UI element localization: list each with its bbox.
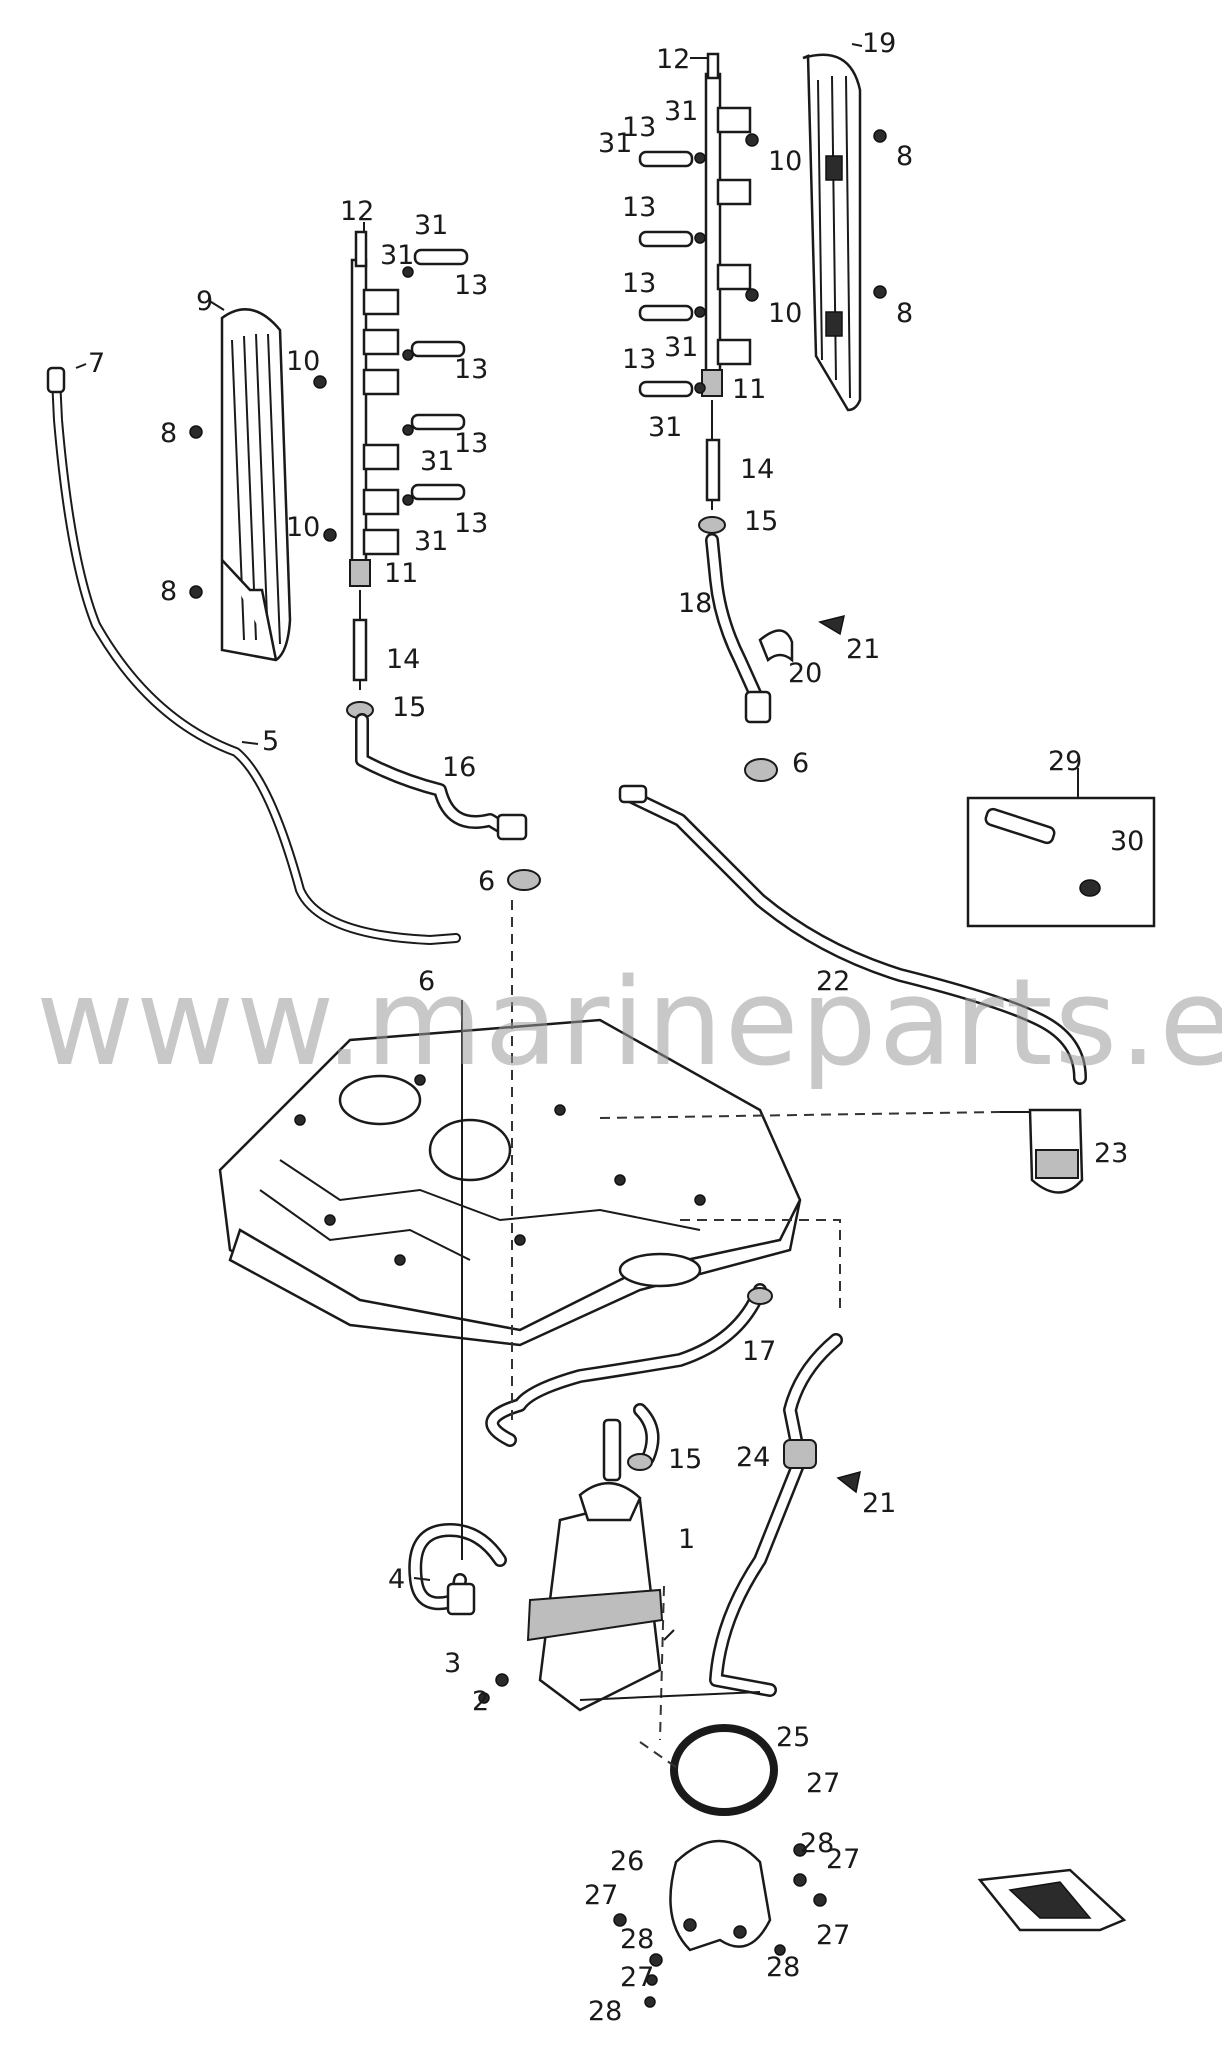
callout-9: 9 [196, 286, 213, 317]
callout-6: 6 [478, 866, 495, 897]
callout-2: 2 [472, 1686, 489, 1717]
callout-26: 26 [610, 1846, 644, 1877]
callout-15b: 15 [744, 506, 778, 537]
right-fuel-injectors [638, 150, 706, 398]
hose-24 [709, 1333, 861, 1697]
kit-box-29 [966, 796, 1156, 928]
left-fuel-injectors [402, 248, 469, 506]
hose-22 [618, 784, 1087, 1085]
left-fuel-rail [346, 230, 400, 719]
callout-12: 12 [340, 196, 374, 227]
callout-28d: 28 [588, 1996, 622, 2027]
callout-16: 16 [442, 752, 476, 783]
right-fuel-rail [698, 52, 752, 534]
callout-labels: 1 2 3 4 5 6 6 6 7 8 8 8 8 9 10 10 10 10 … [88, 28, 1144, 2027]
callout-14b: 14 [740, 454, 774, 485]
callout-14: 14 [386, 644, 420, 675]
left-cover-screws [189, 375, 337, 599]
seal-ring-25 [670, 1724, 778, 1816]
callout-29: 29 [1048, 746, 1082, 777]
callout-28c: 28 [620, 1924, 654, 1955]
callout-17: 17 [742, 1336, 776, 1367]
callout-8b: 8 [160, 576, 177, 607]
callout-13c: 13 [454, 428, 488, 459]
hose-18 [705, 533, 778, 782]
callout-21: 21 [846, 634, 880, 665]
watermark-text: www.marineparts.eu [36, 954, 1222, 1093]
callout-31e: 31 [598, 128, 632, 159]
callout-13d: 13 [454, 508, 488, 539]
engine-base-plate [218, 1018, 802, 1347]
callout-23: 23 [1094, 1138, 1128, 1169]
callout-8c: 8 [896, 141, 913, 172]
callout-22: 22 [816, 966, 850, 997]
callout-31b: 31 [380, 240, 414, 271]
callout-12b: 12 [656, 44, 690, 75]
callout-10: 10 [286, 346, 320, 377]
callout-8: 8 [160, 418, 177, 449]
callout-19: 19 [862, 28, 896, 59]
hose-5 [46, 366, 461, 945]
callout-13: 13 [454, 270, 488, 301]
callout-27b: 27 [826, 1844, 860, 1875]
callout-7: 7 [88, 348, 105, 379]
callout-10d: 10 [768, 298, 802, 329]
callout-31h: 31 [648, 412, 682, 443]
callout-13f: 13 [622, 192, 656, 223]
callout-8d: 8 [896, 298, 913, 329]
callout-25: 25 [776, 1722, 810, 1753]
callout-10c: 10 [768, 146, 802, 177]
right-fuel-rail-cover [802, 53, 862, 412]
callout-13h: 13 [622, 344, 656, 375]
callout-28: 28 [800, 1828, 834, 1859]
leader-lines [75, 43, 1079, 1641]
callout-18: 18 [678, 588, 712, 619]
boat-thumbnail [977, 1868, 1127, 1932]
callout-31f: 31 [664, 96, 698, 127]
callout-5: 5 [262, 726, 279, 757]
callout-27c: 27 [816, 1920, 850, 1951]
callout-15: 15 [392, 692, 426, 723]
callout-15c: 15 [668, 1444, 702, 1475]
hose-16 [355, 713, 541, 891]
callout-1: 1 [678, 1524, 695, 1555]
callout-13g: 13 [622, 268, 656, 299]
callout-31c: 31 [420, 446, 454, 477]
callout-27e: 27 [620, 1962, 654, 1993]
bracket-26 [613, 1839, 827, 2008]
callout-31g: 31 [664, 332, 698, 363]
callout-24: 24 [736, 1442, 770, 1473]
callout-6c: 6 [792, 748, 809, 779]
callout-10b: 10 [286, 512, 320, 543]
callout-20: 20 [788, 658, 822, 689]
callout-13b: 13 [454, 354, 488, 385]
callout-31: 31 [414, 210, 448, 241]
clip-20-21 [758, 614, 845, 663]
fuel-pump-1 [526, 1418, 664, 1712]
callout-6b: 6 [418, 966, 435, 997]
callout-31d: 31 [414, 526, 448, 557]
callout-27: 27 [806, 1768, 840, 1799]
hose-17 [485, 1283, 773, 1465]
callout-30: 30 [1110, 826, 1144, 857]
callout-3: 3 [444, 1648, 461, 1679]
callout-21b: 21 [862, 1488, 896, 1519]
reference-lines [461, 900, 1001, 1771]
callout-11b: 11 [732, 374, 766, 405]
callout-28b: 28 [766, 1952, 800, 1983]
callout-4: 4 [388, 1564, 405, 1595]
left-fuel-rail-cover [220, 308, 292, 662]
callout-11: 11 [384, 558, 418, 589]
callout-27d: 27 [584, 1880, 618, 1911]
callout-13e: 13 [622, 112, 656, 143]
fuel-filter-23 [1000, 1108, 1084, 1194]
right-cover-screws [745, 129, 887, 302]
hose-4 [408, 1523, 507, 1616]
screws-2-3 [478, 1673, 509, 1704]
